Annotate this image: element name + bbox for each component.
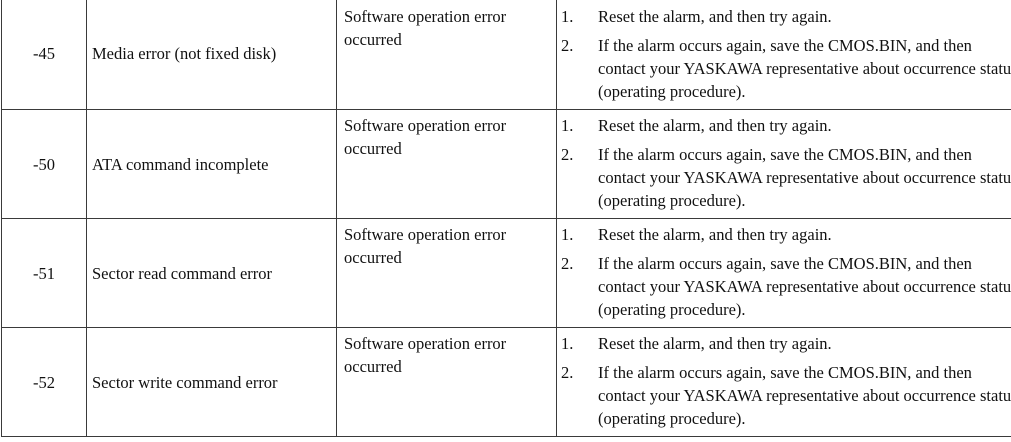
alarm-code: -50 — [1, 109, 87, 219]
remedy-step: 1. Reset the alarm, and then try again. — [561, 114, 1011, 137]
step-text: Reset the alarm, and then try again. — [598, 116, 832, 135]
step-text: If the alarm occurs again, save the CMOS… — [598, 36, 1011, 101]
step-text: If the alarm occurs again, save the CMOS… — [598, 254, 1011, 319]
remedy-step: 2. If the alarm occurs again, save the CM… — [561, 143, 1011, 212]
remedy-step: 2. If the alarm occurs again, save the CM… — [561, 252, 1011, 321]
alarm-cause: Software operation error occurred — [336, 327, 557, 437]
step-text: If the alarm occurs again, save the CMOS… — [598, 145, 1011, 210]
remedy-steps: 1. Reset the alarm, and then try again. 2… — [561, 332, 1011, 430]
alarm-message: Sector write command error — [86, 327, 337, 437]
table-row: -45 Media error (not fixed disk) Softwar… — [1, 0, 1011, 110]
step-number: 1. — [561, 7, 574, 26]
remedy-step: 2. If the alarm occurs again, save the CM… — [561, 34, 1011, 103]
remedy-steps: 1. Reset the alarm, and then try again. 2… — [561, 5, 1011, 103]
alarm-code: -45 — [1, 0, 87, 110]
remedy-step: 1. Reset the alarm, and then try again. — [561, 223, 1011, 246]
step-number: 1. — [561, 334, 574, 353]
alarm-cause: Software operation error occurred — [336, 218, 557, 328]
step-number: 2. — [561, 254, 574, 273]
step-number: 1. — [561, 225, 574, 244]
alarm-message: Media error (not fixed disk) — [86, 0, 337, 110]
alarm-code: -52 — [1, 327, 87, 437]
alarm-remedy: 1. Reset the alarm, and then try again. 2… — [556, 327, 1011, 437]
alarm-remedy: 1. Reset the alarm, and then try again. 2… — [556, 218, 1011, 328]
table-row: -50 ATA command incomplete Software oper… — [1, 109, 1011, 219]
remedy-step: 2. If the alarm occurs again, save the CM… — [561, 361, 1011, 430]
alarm-message: Sector read command error — [86, 218, 337, 328]
alarm-cause: Software operation error occurred — [336, 0, 557, 110]
alarm-remedy: 1. Reset the alarm, and then try again. 2… — [556, 0, 1011, 110]
step-text: Reset the alarm, and then try again. — [598, 225, 832, 244]
step-number: 2. — [561, 145, 574, 164]
table-row: -51 Sector read command error Software o… — [1, 218, 1011, 328]
remedy-step: 1. Reset the alarm, and then try again. — [561, 5, 1011, 28]
step-number: 2. — [561, 36, 574, 55]
step-text: Reset the alarm, and then try again. — [598, 334, 832, 353]
remedy-steps: 1. Reset the alarm, and then try again. 2… — [561, 223, 1011, 321]
step-number: 1. — [561, 116, 574, 135]
step-text: If the alarm occurs again, save the CMOS… — [598, 363, 1011, 428]
alarm-message: ATA command incomplete — [86, 109, 337, 219]
remedy-steps: 1. Reset the alarm, and then try again. 2… — [561, 114, 1011, 212]
alarm-remedy: 1. Reset the alarm, and then try again. 2… — [556, 109, 1011, 219]
remedy-step: 1. Reset the alarm, and then try again. — [561, 332, 1011, 355]
table-row: -52 Sector write command error Software … — [1, 327, 1011, 437]
alarm-cause: Software operation error occurred — [336, 109, 557, 219]
step-text: Reset the alarm, and then try again. — [598, 7, 832, 26]
step-number: 2. — [561, 363, 574, 382]
alarm-code: -51 — [1, 218, 87, 328]
